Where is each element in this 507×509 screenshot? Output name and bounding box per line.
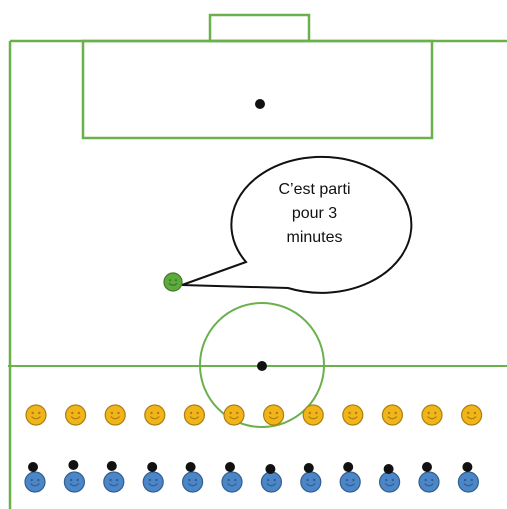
blue-smiley-icon: [103, 471, 125, 493]
speech-bubble-text: C’est parti pour 3 minutes: [232, 178, 397, 250]
blue-smiley-icon: [418, 471, 440, 493]
ball-icon: [462, 462, 473, 472]
ball-icon: [265, 464, 276, 474]
pitch-lines: [8, 13, 507, 509]
speech-line-2: pour 3: [291, 205, 338, 222]
blue-smiley-icon: [339, 471, 361, 493]
ball-icon: [147, 462, 158, 472]
coach-smiley-icon: [163, 272, 183, 292]
blue-team-row: [24, 460, 479, 493]
center-circle: [199, 302, 325, 428]
speech-bubble: [181, 155, 413, 294]
green-smiley-icon: [163, 272, 183, 292]
blue-smiley-icon: [300, 471, 322, 493]
goal: [208, 13, 311, 43]
ball-icon: [303, 463, 314, 473]
ball-icon: [383, 464, 394, 474]
ball-icon: [68, 460, 79, 470]
yellow-smiley-icon: [302, 404, 324, 426]
ball-icon: [28, 462, 38, 472]
ball-icon: [343, 462, 354, 472]
blue-smiley-icon: [142, 471, 164, 493]
blue-smiley-icon: [182, 471, 204, 493]
yellow-smiley-icon: [263, 404, 285, 426]
yellow-smiley-icon: [183, 404, 205, 426]
blue-smiley-icon: [221, 471, 243, 493]
ball-icon: [225, 462, 235, 472]
ball-icon: [422, 462, 432, 472]
yellow-smiley-icon: [461, 404, 483, 426]
penalty-spot: [255, 99, 265, 109]
blue-smiley-icon: [260, 471, 282, 493]
yellow-smiley-icon: [144, 404, 166, 426]
ball-icon: [106, 461, 117, 471]
yellow-smiley-icon: [381, 404, 403, 426]
yellow-smiley-icon: [25, 404, 47, 426]
blue-smiley-icon: [457, 471, 479, 493]
speech-bubble-shape: [181, 155, 413, 294]
speech-line-1: C’est parti: [278, 181, 351, 198]
blue-smiley-icon: [379, 471, 401, 493]
yellow-smiley-icon: [342, 404, 364, 426]
blue-smiley-icon: [63, 471, 86, 493]
center-spot: [257, 361, 267, 371]
yellow-team-row: [25, 404, 483, 426]
yellow-smiley-icon: [64, 404, 87, 426]
yellow-smiley-icon: [104, 404, 126, 426]
speech-line-3: minutes: [286, 229, 343, 246]
penalty-area: [81, 39, 434, 140]
blue-smiley-icon: [24, 471, 46, 493]
ball-icon: [185, 462, 196, 472]
yellow-smiley-icon: [223, 404, 245, 426]
yellow-smiley-icon: [421, 404, 443, 426]
